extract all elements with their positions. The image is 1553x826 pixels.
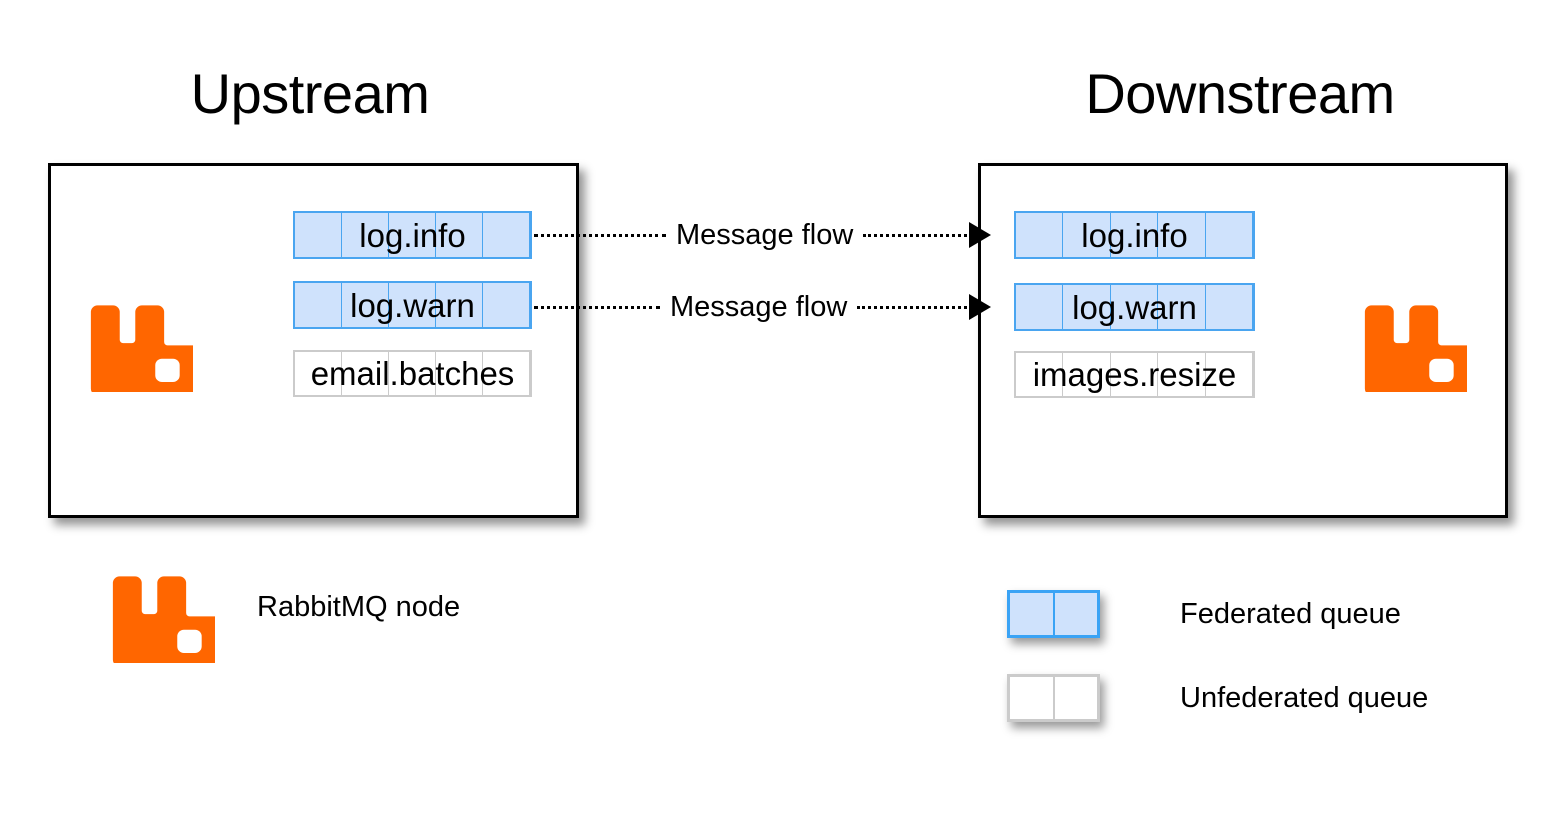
legend-item-rabbitmq-node: RabbitMQ node bbox=[104, 552, 460, 663]
queue-cell bbox=[1054, 677, 1097, 719]
legend-item-unfederated-queue: Unfederated queue bbox=[1007, 674, 1428, 722]
queue-cell bbox=[342, 352, 389, 395]
queue-cell bbox=[295, 283, 342, 327]
queue-cell bbox=[1016, 353, 1064, 396]
queue-cell bbox=[483, 352, 530, 395]
legend-label: RabbitMQ node bbox=[257, 591, 461, 623]
queue-cell bbox=[483, 283, 530, 327]
flow-label: Message flow bbox=[670, 290, 848, 323]
queue-cell bbox=[436, 352, 483, 395]
queue-log-info-upstream[interactable]: log.info bbox=[293, 211, 532, 259]
rabbitmq-logo-icon bbox=[112, 576, 215, 663]
flow-dotted-line-right bbox=[863, 233, 968, 237]
message-flow-log-info: Message flow bbox=[534, 220, 1004, 250]
queue-cell bbox=[436, 283, 483, 327]
queue-log-info-downstream[interactable]: log.info bbox=[1014, 211, 1255, 259]
queue-cell bbox=[1063, 353, 1111, 396]
queue-cell bbox=[483, 213, 530, 257]
queue-cell bbox=[436, 213, 483, 257]
queue-cell bbox=[1063, 213, 1111, 257]
queue-log-warn-downstream[interactable]: log.warn bbox=[1014, 283, 1255, 331]
queue-cell bbox=[342, 283, 389, 327]
upstream-title: Upstream bbox=[190, 62, 430, 125]
queue-email-batches-upstream[interactable]: email.batches bbox=[293, 350, 532, 397]
queue-log-warn-upstream[interactable]: log.warn bbox=[293, 281, 532, 329]
flow-dotted-line-right bbox=[857, 305, 968, 309]
flow-arrow-icon bbox=[969, 222, 992, 248]
queue-cell bbox=[1205, 213, 1254, 257]
queue-cell bbox=[1158, 353, 1206, 396]
flow-dotted-line-left bbox=[534, 305, 660, 309]
queue-cell bbox=[389, 283, 436, 327]
queue-cell bbox=[1205, 353, 1254, 396]
federated-queue-swatch bbox=[1007, 590, 1100, 638]
rabbitmq-logo-icon bbox=[1364, 305, 1467, 392]
legend-label: Federated queue bbox=[1180, 597, 1401, 630]
queue-cell bbox=[1158, 285, 1206, 329]
downstream-title: Downstream bbox=[1085, 62, 1395, 125]
queue-cell bbox=[1016, 285, 1064, 329]
message-flow-log-warn: Message flow bbox=[534, 292, 1004, 322]
queue-cell bbox=[1010, 677, 1055, 719]
queue-cell bbox=[342, 213, 389, 257]
queue-cell bbox=[1110, 353, 1159, 396]
legend-item-federated-queue: Federated queue bbox=[1007, 590, 1401, 638]
queue-cell bbox=[295, 352, 342, 395]
queue-cell bbox=[1016, 213, 1064, 257]
queue-cell bbox=[1010, 593, 1055, 635]
queue-cell bbox=[1205, 285, 1254, 329]
flow-arrow-icon bbox=[969, 294, 992, 320]
queue-cell bbox=[1158, 213, 1206, 257]
flow-label: Message flow bbox=[676, 218, 854, 251]
queue-cell bbox=[1110, 285, 1159, 329]
legend-label: Unfederated queue bbox=[1180, 681, 1429, 714]
flow-dotted-line-left bbox=[534, 233, 666, 237]
rabbitmq-logo-icon bbox=[90, 305, 193, 392]
queue-cell bbox=[295, 213, 342, 257]
queue-cell bbox=[1110, 213, 1159, 257]
queue-cell bbox=[1063, 285, 1111, 329]
queue-images-resize-downstream[interactable]: images.resize bbox=[1014, 351, 1255, 398]
queue-cell bbox=[1054, 593, 1097, 635]
queue-cell bbox=[389, 352, 436, 395]
queue-cell bbox=[389, 213, 436, 257]
unfederated-queue-swatch bbox=[1007, 674, 1100, 722]
